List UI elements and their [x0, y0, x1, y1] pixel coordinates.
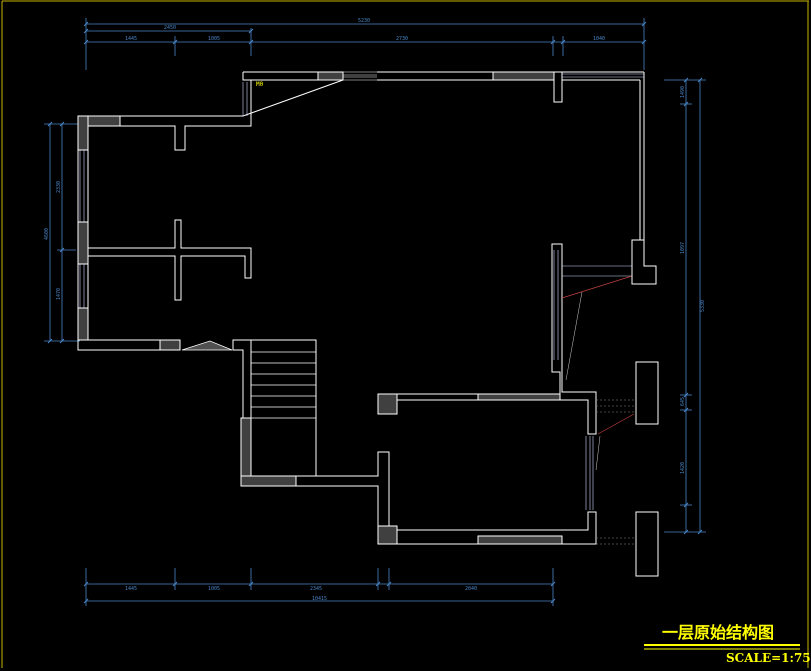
dimension-lines — [44, 18, 706, 606]
dim-bottom-seg-3: 2345 — [310, 586, 322, 592]
dim-bottom-seg-1: 1445 — [125, 586, 137, 592]
stair-landing-marker — [181, 340, 233, 351]
drawing-title: 一层原始结构图 — [662, 623, 774, 642]
dimension-labels: 5230 2450 1445 1005 2730 1040 1445 1005 … — [44, 18, 706, 602]
label-m0: M0 — [256, 81, 264, 88]
dim-left-seg-1: 2330 — [56, 181, 62, 193]
dim-top-seg-1: 1445 — [125, 36, 137, 42]
dim-bottom-overall: 10415 — [312, 596, 327, 602]
dim-left-seg-2: 1470 — [56, 288, 62, 300]
pier-blocks — [631, 239, 659, 577]
dim-right-overall: 5330 — [700, 300, 706, 312]
dimension-ticks — [47, 21, 703, 604]
dim-right-seg-1: 1490 — [680, 86, 686, 98]
dim-right-seg-4: 1420 — [680, 462, 686, 474]
columns — [77, 71, 563, 545]
dim-top-left-group: 2450 — [164, 25, 176, 31]
walls — [77, 71, 645, 545]
dim-top-overall: 5230 — [358, 18, 370, 24]
drawing-scale: SCALE=1:75 — [726, 651, 811, 665]
title-block: 一层原始结构图 SCALE=1:75 — [644, 623, 811, 665]
dim-right-seg-2: 1097 — [680, 242, 686, 254]
dim-left-overall: 4600 — [44, 228, 50, 240]
dim-bottom-seg-2: 1005 — [208, 586, 220, 592]
dim-right-seg-3: 645 — [680, 397, 686, 406]
dim-bottom-seg-4: 2040 — [465, 586, 477, 592]
dim-top-seg-3: 2730 — [396, 36, 408, 42]
dim-top-seg-2: 1005 — [208, 36, 220, 42]
dim-top-seg-4: 1040 — [593, 36, 605, 42]
stair-treads — [251, 351, 316, 419]
